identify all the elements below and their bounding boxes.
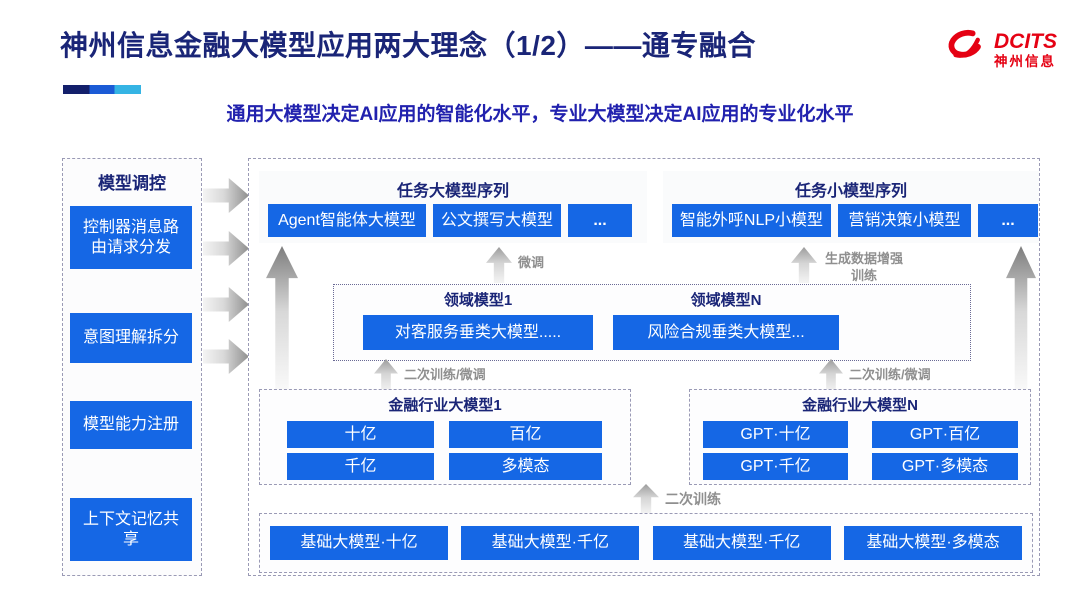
- logo-brand: DCITS: [994, 29, 1057, 53]
- domain-right-title: 领域模型N: [690, 292, 762, 309]
- augment-train-label: 生成数据增强训练: [824, 251, 903, 283]
- up-arrow-icon: [633, 484, 659, 514]
- industry-n-cell: GPT·千亿: [703, 453, 848, 480]
- slide-subtitle: 通用大模型决定AI应用的智能化水平，专业大模型决定AI应用的专业化水平: [226, 104, 854, 125]
- task-small-title: 任务小模型序列: [794, 183, 907, 200]
- industry-n-cell: GPT·多模态: [872, 453, 1018, 480]
- model-control-panel: 模型调控 控制器消息路由请求分发 意图理解拆分 模型能力注册 上下文记忆共享: [62, 158, 202, 576]
- right-arrow-icon: [203, 231, 249, 266]
- sidebar-item-router: 控制器消息路由请求分发: [70, 206, 192, 269]
- model-box-more-small: ...: [978, 204, 1038, 237]
- industry-1-cell: 多模态: [449, 453, 602, 480]
- industry-n-title: 金融行业大模型N: [802, 397, 918, 414]
- logo-name: 神州信息: [994, 53, 1056, 69]
- base-model-box: 基础大模型·十亿: [270, 526, 448, 560]
- domain-left-title: 领域模型1: [443, 292, 513, 309]
- domain-right-box: 风险合规垂类大模型...: [613, 315, 839, 350]
- industry-1-cell: 十亿: [287, 421, 434, 448]
- model-control-title: 模型调控: [98, 174, 166, 193]
- fine-tune-label: 微调: [518, 255, 545, 270]
- up-arrow-icon: [819, 359, 843, 392]
- right-arrow-icon: [203, 178, 249, 213]
- up-arrow-icon: [374, 359, 398, 392]
- industry-n-cell: GPT·十亿: [703, 421, 848, 448]
- model-box-agent: Agent智能体大模型: [268, 204, 426, 237]
- sidebar-item-registry: 模型能力注册: [70, 401, 192, 449]
- retrain-ft-left-label: 二次训练/微调: [404, 367, 486, 382]
- industry-model-n-section: 金融行业大模型N GPT·十亿 GPT·百亿 GPT·千亿 GPT·多模态: [689, 389, 1031, 485]
- up-arrow-icon: [791, 247, 817, 283]
- retrain-ft-right-label: 二次训练/微调: [849, 367, 931, 382]
- up-arrow-icon: [266, 246, 298, 392]
- model-box-document: 公文撰写大模型: [433, 204, 561, 237]
- model-architecture-area: 任务大模型序列 Agent智能体大模型 公文撰写大模型 ... 任务小模型序列 …: [248, 158, 1040, 576]
- base-model-box: 基础大模型·千亿: [652, 526, 831, 560]
- base-model-box: 基础大模型·多模态: [843, 526, 1022, 560]
- industry-n-cell: GPT·百亿: [872, 421, 1018, 448]
- model-box-outbound-nlp: 智能外呼NLP小模型: [672, 204, 831, 237]
- up-arrow-icon: [1006, 246, 1036, 392]
- industry-1-title: 金融行业大模型1: [388, 397, 502, 414]
- right-arrow-icon: [203, 287, 249, 322]
- title-accent-bar: [63, 85, 141, 94]
- industry-1-cell: 百亿: [449, 421, 602, 448]
- dcits-logo-icon: [942, 24, 988, 75]
- retrain-label: 二次训练: [665, 491, 721, 507]
- sidebar-item-context: 上下文记忆共享: [70, 498, 192, 561]
- base-model-section: 基础大模型·十亿 基础大模型·千亿 基础大模型·千亿 基础大模型·多模态: [259, 513, 1033, 573]
- task-large-title: 任务大模型序列: [396, 183, 509, 200]
- right-arrow-icon: [203, 339, 249, 374]
- task-small-model-section: 任务小模型序列 智能外呼NLP小模型 营销决策小模型 ...: [663, 171, 1039, 243]
- model-box-more-large: ...: [568, 204, 632, 237]
- domain-left-box: 对客服务垂类大模型.....: [363, 315, 593, 350]
- base-model-box: 基础大模型·千亿: [461, 526, 640, 560]
- up-arrow-icon: [486, 247, 512, 283]
- industry-model-1-section: 金融行业大模型1 十亿 百亿 千亿 多模态: [259, 389, 631, 485]
- page-title: 神州信息金融大模型应用两大理念（1/2）——通专融合: [60, 30, 756, 61]
- model-box-marketing: 营销决策小模型: [838, 204, 971, 237]
- task-large-model-section: 任务大模型序列 Agent智能体大模型 公文撰写大模型 ...: [259, 171, 647, 243]
- logo: DCITS 神州信息: [942, 24, 1057, 75]
- industry-1-cell: 千亿: [287, 453, 434, 480]
- sidebar-item-intent: 意图理解拆分: [70, 313, 192, 363]
